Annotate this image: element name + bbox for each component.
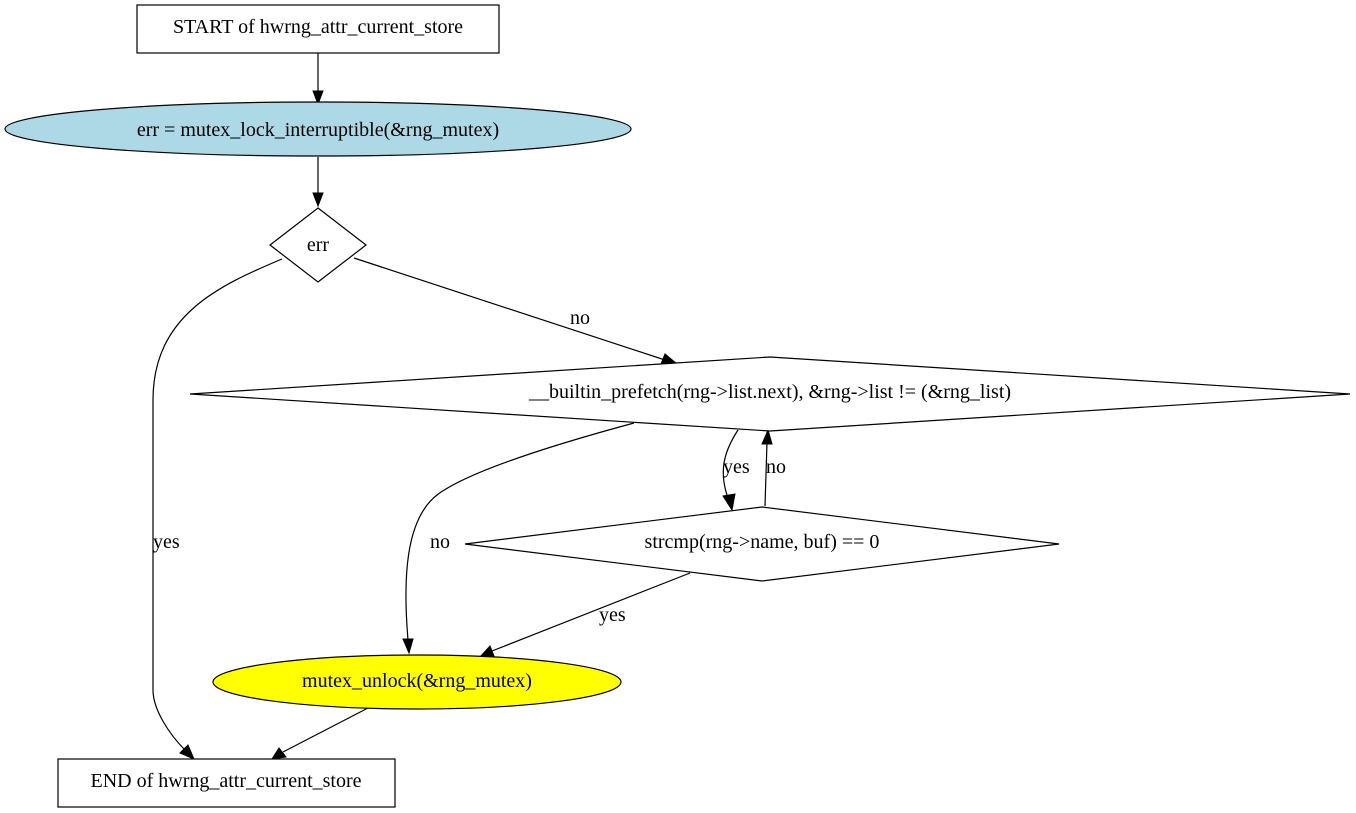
strcmp-decision-node-label: strcmp(rng->name, buf) == 0	[645, 531, 880, 553]
edge-label-err-yes: yes	[153, 531, 180, 553]
edge-unlock-to-end	[270, 707, 369, 760]
end-node: END of hwrng_attr_current_store	[57, 758, 396, 808]
end-node-label: END of hwrng_attr_current_store	[90, 770, 361, 792]
edge-loop-yes-to-strcmp	[722, 429, 739, 512]
edge-loop-no-to-unlock	[402, 422, 635, 655]
edge-lock-to-err	[312, 157, 324, 208]
edge-label-err-no: no	[570, 307, 590, 329]
edge-err-yes-to-end	[152, 258, 283, 760]
mutex-unlock-node-label: mutex_unlock(&rng_mutex)	[302, 670, 532, 692]
start-node: START of hwrng_attr_current_store	[136, 4, 500, 54]
err-decision-node: err	[269, 207, 367, 283]
start-node-label: START of hwrng_attr_current_store	[173, 16, 463, 38]
edge-err-no-to-loop	[353, 257, 679, 365]
edge-label-loop-no: no	[430, 531, 450, 553]
mutex-lock-node-label: err = mutex_lock_interruptible(&rng_mute…	[137, 119, 499, 141]
edge-start-to-lock	[312, 53, 324, 106]
edge-label-strcmp-yes: yes	[599, 604, 626, 626]
mutex-lock-node: err = mutex_lock_interruptible(&rng_mute…	[4, 101, 632, 157]
strcmp-decision-node: strcmp(rng->name, buf) == 0	[464, 506, 1060, 582]
mutex-unlock-node: mutex_unlock(&rng_mutex)	[212, 654, 622, 710]
edge-strcmp-no-to-loop	[761, 428, 773, 507]
edge-strcmp-yes-to-unlock	[478, 572, 691, 658]
loop-condition-node: __builtin_prefetch(rng->list.next), &rng…	[189, 356, 1351, 432]
err-decision-node-label: err	[307, 234, 330, 256]
edge-label-strcmp-no: no	[766, 456, 786, 478]
loop-condition-node-label: __builtin_prefetch(rng->list.next), &rng…	[528, 381, 1011, 403]
edge-label-loop-yes: yes	[723, 456, 750, 478]
